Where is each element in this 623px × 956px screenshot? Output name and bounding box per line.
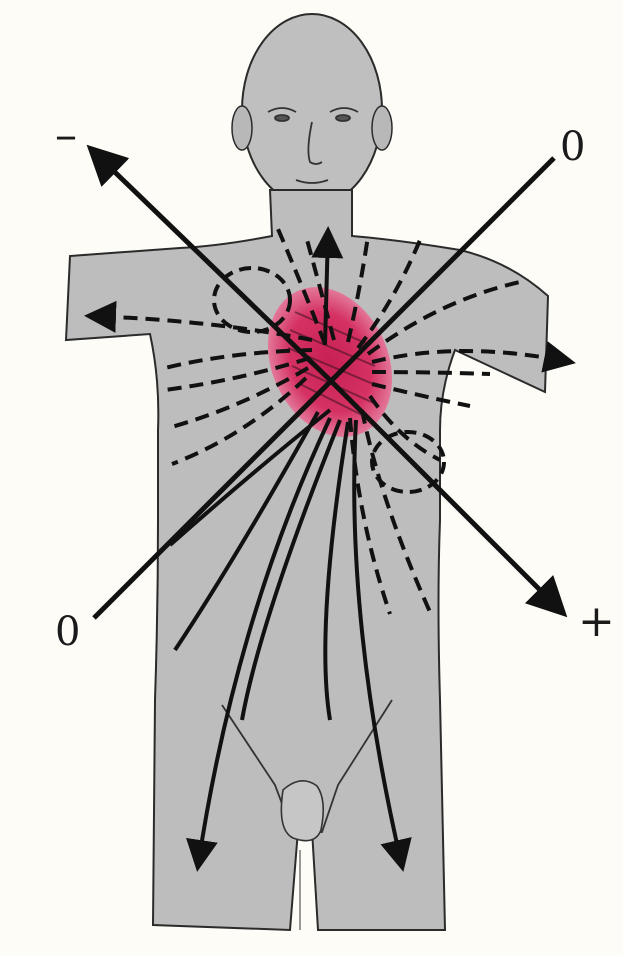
zero-bottom-label: 0	[55, 609, 80, 655]
plus-pole-label: +	[578, 596, 615, 647]
minus-pole-label: –	[55, 110, 77, 161]
head-shape	[242, 14, 382, 206]
zero-top-label: 0	[560, 124, 585, 170]
right-ear-shape	[372, 106, 392, 150]
genital-outline	[281, 781, 323, 841]
left-ear-shape	[232, 106, 252, 150]
